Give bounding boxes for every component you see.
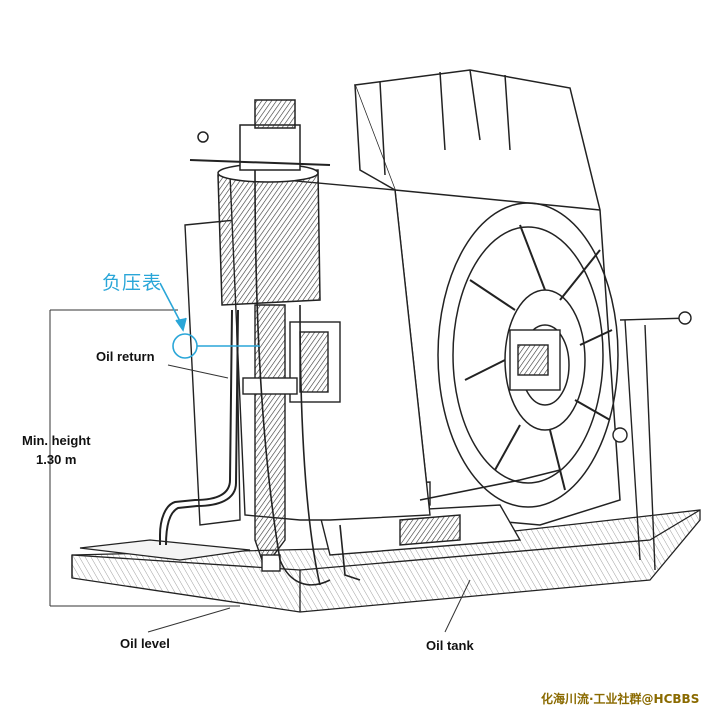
drip-tray (79, 539, 251, 561)
watermark-text: 化海川流·工业社群@HCBBS (541, 692, 700, 706)
bearing-housing (509, 329, 561, 391)
min-height-value: 1.30 m (36, 452, 77, 467)
oil-level-label: Oil level (120, 636, 170, 651)
min-height-dimension (49, 309, 240, 607)
standpipe (242, 304, 298, 572)
gauge-annotation (159, 282, 260, 359)
leader-lines (147, 364, 471, 633)
motor-body (353, 69, 621, 526)
min-height-label: Min. height (22, 433, 91, 448)
oil-return-pipe (159, 309, 239, 546)
gauge-label-cn: 负压表 (102, 272, 163, 294)
oil-return-label: Oil return (96, 349, 155, 364)
foundation-slab (71, 509, 701, 613)
cooler-block (289, 321, 341, 403)
lower-pipe (339, 469, 561, 581)
oil-tank-label: Oil tank (426, 638, 474, 653)
drain-hose (254, 169, 331, 586)
right-pipework (612, 311, 692, 571)
oil-tank-cylinder (189, 99, 331, 306)
